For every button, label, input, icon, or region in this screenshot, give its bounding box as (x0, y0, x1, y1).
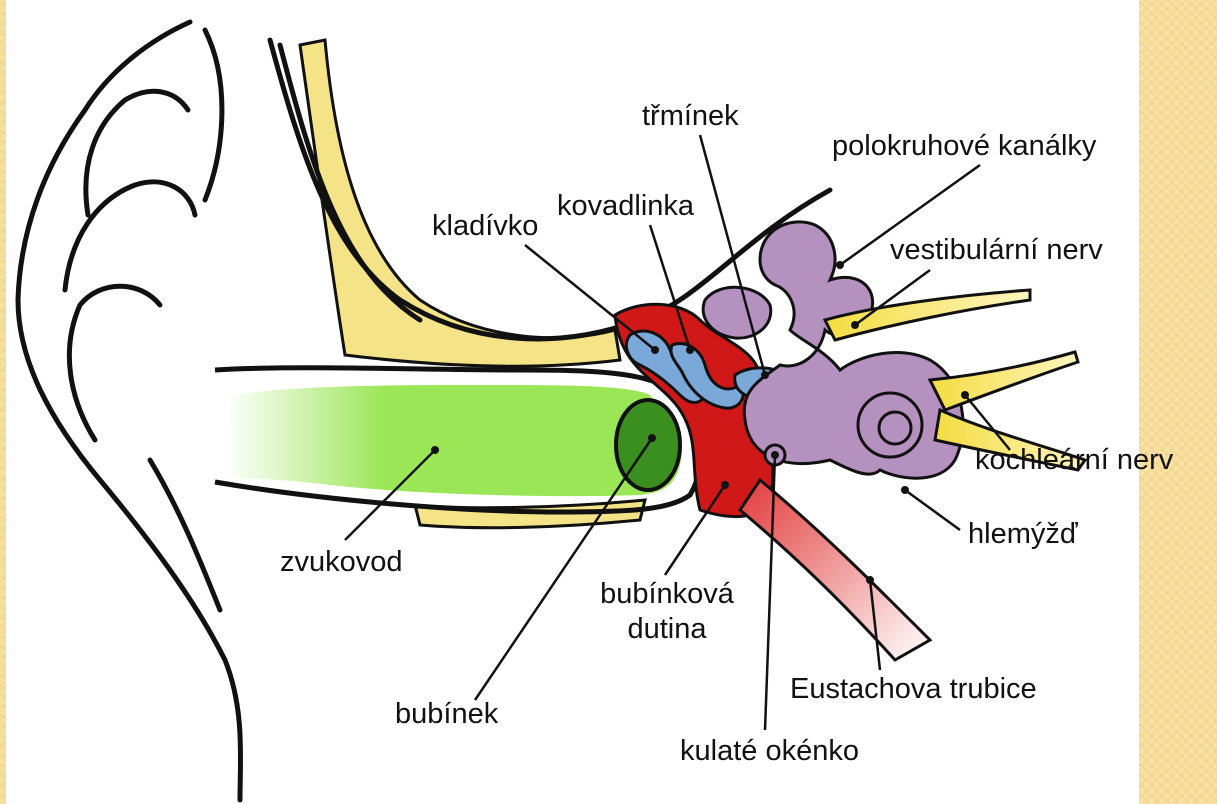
background-strip-left (0, 0, 6, 804)
pointer-eustachova (868, 579, 882, 671)
label-trminek: třmínek (642, 100, 739, 132)
pointer-kladivko (524, 244, 656, 351)
background-strip-right (1139, 0, 1217, 804)
pointer-bubinkova-dutina (663, 484, 727, 576)
pointer-dots (431, 261, 969, 584)
pointer-hlemyzd (904, 488, 961, 532)
label-zvukovod: zvukovod (280, 546, 403, 578)
label-vestibularni-nerv: vestibulární nerv (890, 234, 1103, 266)
label-kochlearni-nerv: kochleární nerv (975, 444, 1174, 476)
label-kulate-okenko: kulaté okénko (680, 735, 859, 767)
label-bubinek: bubínek (395, 698, 499, 730)
label-eustachova-trubice: Eustachova trubice (790, 673, 1037, 705)
label-bubinkova-dutina: bubínková dutina (592, 580, 742, 644)
pointer-kochlearni (964, 394, 1011, 451)
pointer-trminek (698, 134, 767, 376)
label-bubinkova-dutina-line2: dutina (627, 613, 707, 645)
pointer-bubinek (473, 437, 654, 701)
label-polokruhove-kanalky: polokruhové kanálky (832, 130, 1097, 162)
inner-ear (701, 220, 965, 480)
pointer-polokruhove (839, 163, 981, 267)
pointer-kovadlinka (648, 224, 692, 351)
head-contour (267, 37, 833, 342)
eustachian-tube (738, 477, 933, 662)
pointer-lines (344, 134, 1011, 731)
label-kladivko: kladívko (432, 210, 539, 242)
pointer-kulate-okenko (763, 454, 777, 731)
pointer-zvukovod (344, 449, 436, 541)
label-bubinkova-dutina-line1: bubínková (600, 578, 734, 610)
pinna (15, 19, 244, 803)
label-kovadlinka: kovadlinka (557, 190, 695, 222)
label-hlemyzd: hlemýžď (968, 518, 1078, 550)
pointer-vestibularni (854, 268, 931, 327)
